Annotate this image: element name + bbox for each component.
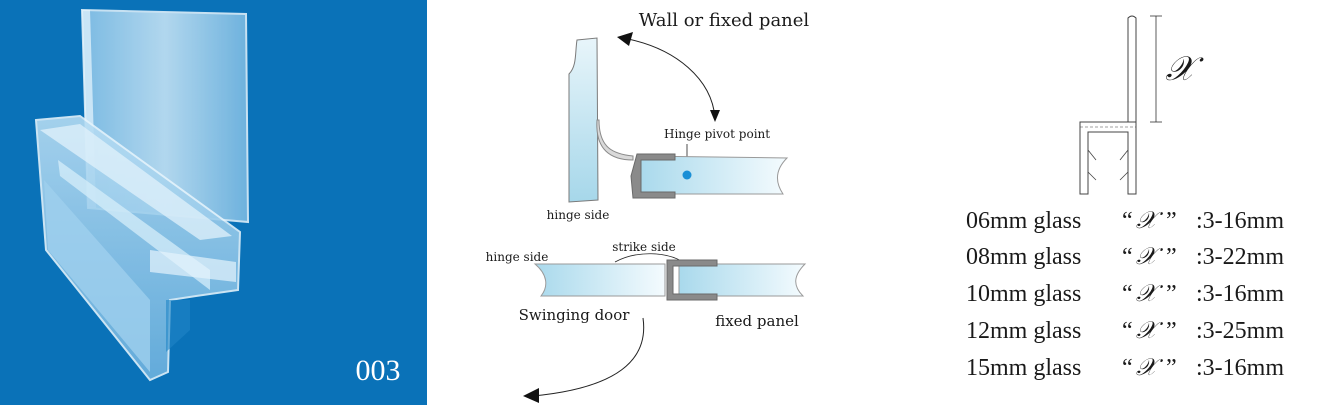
- spec-close-quote: ”: [1166, 208, 1177, 234]
- spec-close-quote: ”: [1166, 318, 1177, 344]
- door-glass-top: [638, 155, 789, 195]
- spec-row: 10mm glass “ 𝒳 ” :3-16mm: [966, 281, 1284, 307]
- arrow-head-icon: [523, 388, 539, 403]
- installation-diagram: Wall or fixed panel Hinge pivot point hi…: [486, 10, 810, 403]
- installation-diagram-panel: Wall or fixed panel Hinge pivot point hi…: [427, 0, 904, 405]
- spec-thickness: 06mm glass: [966, 208, 1081, 234]
- seal-strip-render: 003: [34, 8, 401, 387]
- spec-thickness: 15mm glass: [966, 355, 1081, 381]
- spec-open-quote: “: [1122, 355, 1133, 381]
- hinge-side-bottom-label: hinge side: [486, 250, 549, 264]
- wall-label: Wall or fixed panel: [639, 10, 810, 31]
- fixed-panel-glass: [678, 263, 807, 297]
- wall-glass: [568, 37, 599, 203]
- hinge-side-top-label: hinge side: [547, 208, 610, 222]
- spec-row: 08mm glass “ 𝒳 ” :3-22mm: [966, 244, 1284, 270]
- product-code: 003: [356, 354, 401, 387]
- spec-symbol: 𝒳: [1136, 281, 1164, 307]
- swing-arc-top: [622, 37, 716, 119]
- spec-range: :3-16mm: [1196, 208, 1284, 234]
- swing-arc-bottom: [532, 317, 645, 397]
- dimension-symbol: 𝒳: [1165, 51, 1204, 88]
- strike-side-label: strike side: [612, 240, 676, 254]
- spec-row: 06mm glass “ 𝒳 ” :3-16mm: [966, 208, 1284, 234]
- strike-bracket: [614, 253, 684, 263]
- profile-fin: [1127, 15, 1137, 123]
- arrow-head-icon: [710, 110, 720, 122]
- spec-row: 12mm glass “ 𝒳 ” :3-25mm: [966, 318, 1284, 344]
- swinging-door-label: Swinging door: [519, 306, 631, 324]
- spec-row: 15mm glass “ 𝒳 ” :3-16mm: [966, 355, 1284, 381]
- u-seal-bottom: [666, 259, 718, 301]
- spec-open-quote: “: [1122, 244, 1133, 270]
- spec-range: :3-16mm: [1196, 281, 1284, 307]
- spec-thickness: 08mm glass: [966, 244, 1081, 270]
- spec-open-quote: “: [1122, 208, 1133, 234]
- spec-open-quote: “: [1122, 281, 1133, 307]
- profile-spec-panel: 𝒳 06mm glass “ 𝒳 ” :3-16mm 08mm glass “ …: [904, 0, 1321, 405]
- spec-thickness: 10mm glass: [966, 281, 1081, 307]
- spec-range: :3-25mm: [1196, 318, 1284, 344]
- spec-symbol: 𝒳: [1136, 244, 1164, 270]
- profile-channel: [1079, 121, 1137, 195]
- spec-thickness: 12mm glass: [966, 318, 1081, 344]
- spec-list: 06mm glass “ 𝒳 ” :3-16mm 08mm glass “ 𝒳 …: [966, 208, 1284, 381]
- pivot-label: Hinge pivot point: [664, 127, 770, 141]
- swinging-door-glass: [533, 263, 666, 297]
- arrow-head-icon: [617, 32, 633, 46]
- spec-range: :3-22mm: [1196, 244, 1284, 270]
- spec-symbol: 𝒳: [1136, 208, 1164, 234]
- spec-open-quote: “: [1122, 318, 1133, 344]
- seal-fin: [596, 119, 634, 161]
- spec-range: :3-16mm: [1196, 355, 1284, 381]
- spec-symbol: 𝒳: [1136, 355, 1164, 381]
- product-photo-panel: 003: [0, 0, 427, 405]
- u-seal-top: [630, 153, 676, 199]
- profile-drawing: 𝒳 06mm glass “ 𝒳 ” :3-16mm 08mm glass “ …: [966, 15, 1284, 381]
- spec-close-quote: ”: [1166, 281, 1177, 307]
- fixed-panel-label: fixed panel: [715, 312, 799, 330]
- spec-symbol: 𝒳: [1136, 318, 1164, 344]
- spec-close-quote: ”: [1166, 355, 1177, 381]
- spec-close-quote: ”: [1166, 244, 1177, 270]
- pivot-point-dot: [682, 170, 692, 180]
